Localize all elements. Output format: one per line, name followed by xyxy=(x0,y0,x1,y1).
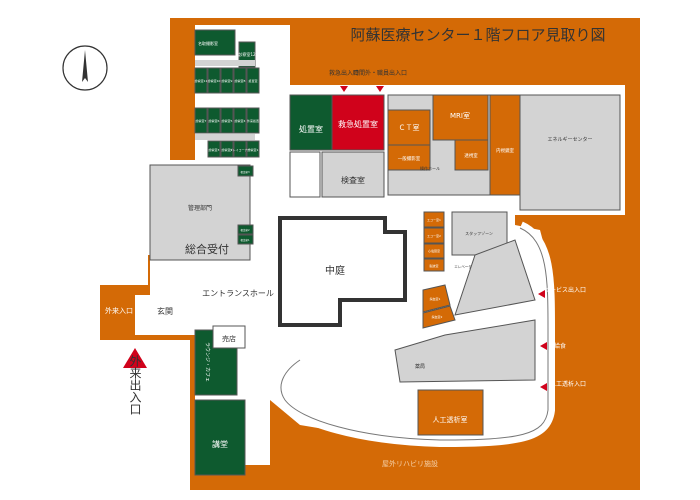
outdoor-rehab-area: 屋外リハビリ施設 xyxy=(382,459,438,468)
room-label: 診察室3 xyxy=(209,147,220,152)
room-label: 採血室2 xyxy=(432,314,443,319)
room-label: 診察室2 xyxy=(222,147,233,152)
entrance-arrow-icon xyxy=(340,86,348,92)
room-label: 診察室7 xyxy=(196,118,207,123)
meals-entrance-label: 給食 xyxy=(554,342,566,350)
room-label: エレベーターホール xyxy=(454,264,486,269)
entrance-hall-label: エントランスホール xyxy=(202,289,274,298)
room-label: 処置室 xyxy=(299,124,323,134)
room-label: 診察室1 xyxy=(248,147,259,152)
room-label: スタッフゾーン xyxy=(465,230,493,236)
room-label: 診察室11 xyxy=(195,78,208,83)
outpatient-arrow-icon xyxy=(123,348,147,368)
room-ct xyxy=(387,109,431,146)
room-label: エコー室1 xyxy=(427,217,441,222)
room-label: ＣＴ室 xyxy=(399,123,420,132)
room-consult-top xyxy=(194,29,236,56)
room-pharmacy xyxy=(394,319,536,383)
room-label: 操作ホール xyxy=(420,165,440,171)
room-label: 中庭 xyxy=(325,264,345,277)
room-treatment xyxy=(289,94,333,151)
room-label: プレイコーナー xyxy=(229,147,250,152)
exam-row-3: 診察室3 診察室2 プレイコーナー 診察室1 xyxy=(207,140,260,158)
room-auditorium xyxy=(194,399,246,476)
room-label: ラウンジ・カフェ xyxy=(204,342,211,382)
room-label: 脳波室 xyxy=(429,263,438,268)
service-entrance-label: サービス出入口 xyxy=(544,286,586,294)
room-label: 検査室 xyxy=(341,175,365,185)
room-label: 内視鏡室 xyxy=(496,147,514,154)
room-label: 診察室12 xyxy=(238,51,256,57)
room-label: 心電図室 xyxy=(428,248,440,253)
outpatient-entrance-label: 外来入口 xyxy=(105,306,133,315)
room-emergency-treatment xyxy=(331,94,385,151)
room-label: 一般撮影室 xyxy=(398,155,421,162)
exam-row-2: 診察室7 診察室6 診察室5 診察室4 外来処置 xyxy=(194,107,260,134)
room-admin xyxy=(149,164,251,261)
dialysis-entrance-label: 人工透析入口 xyxy=(550,380,586,388)
room-label: 診察室5 xyxy=(222,118,233,123)
room-label: 透視室 xyxy=(464,152,478,159)
room-label: エコー室2 xyxy=(427,233,441,238)
room-fluoro xyxy=(454,139,489,171)
entrance-arrow-icon xyxy=(540,342,547,350)
reception-desk: 総合受付 xyxy=(185,242,229,256)
room-label: 講堂 xyxy=(212,439,228,449)
genkan-label: 玄関 xyxy=(157,306,173,316)
room-label: 相談室1 xyxy=(240,238,250,242)
room-label: 外来処置 xyxy=(247,118,259,123)
room-label: 相談室3 xyxy=(240,170,250,174)
room-label: 診察室9 xyxy=(222,78,233,83)
room-energy-center xyxy=(519,94,621,211)
room-shop xyxy=(212,325,246,349)
room-label: 相談室2 xyxy=(240,228,250,232)
room-label: 採血室1 xyxy=(430,296,441,301)
room-label: 名取撮影室 xyxy=(198,40,218,46)
room-lab xyxy=(321,151,385,198)
room-rehab: リハビリテーション室 xyxy=(335,403,405,412)
after-hours-entrance-label: 時間外・職員出入口 xyxy=(353,69,407,77)
north-arrow-icon xyxy=(62,45,108,91)
room-label: 処置室 xyxy=(248,78,257,83)
room-mri xyxy=(432,94,489,141)
room-label: 人工透析室 xyxy=(433,415,468,424)
outpatient-vertical-label: 外来出入口 xyxy=(128,355,142,415)
room-label: 管理部門 xyxy=(188,204,212,212)
room-label: 診察室6 xyxy=(209,118,220,123)
courtyard xyxy=(278,216,407,327)
room-endoscopy xyxy=(489,94,521,196)
room-dialysis xyxy=(417,389,484,436)
room-label: 薬局 xyxy=(415,363,425,370)
room-label: MRI室 xyxy=(450,111,470,120)
room-label: 診察室4 xyxy=(235,118,246,123)
entrance-arrow-icon xyxy=(540,383,547,391)
room-xray xyxy=(387,144,431,171)
exam-row-1: 診察室11 診察室10 診察室9 診察室8 処置室 xyxy=(194,67,260,94)
room-label: 売店 xyxy=(222,334,236,343)
entrance-arrow-icon xyxy=(538,290,545,298)
emergency-entrance-label: 救急出入口 xyxy=(329,69,359,77)
map-title: 阿蘇医療センター１階フロア見取り図 xyxy=(350,26,605,44)
entrance-arrow-icon xyxy=(376,86,384,92)
room-label: 診察室10 xyxy=(208,78,221,83)
room-label: 診察室8 xyxy=(235,78,246,83)
room-label: エネルギーセンター xyxy=(547,136,592,143)
room-label: 救急処置室 xyxy=(338,119,378,129)
